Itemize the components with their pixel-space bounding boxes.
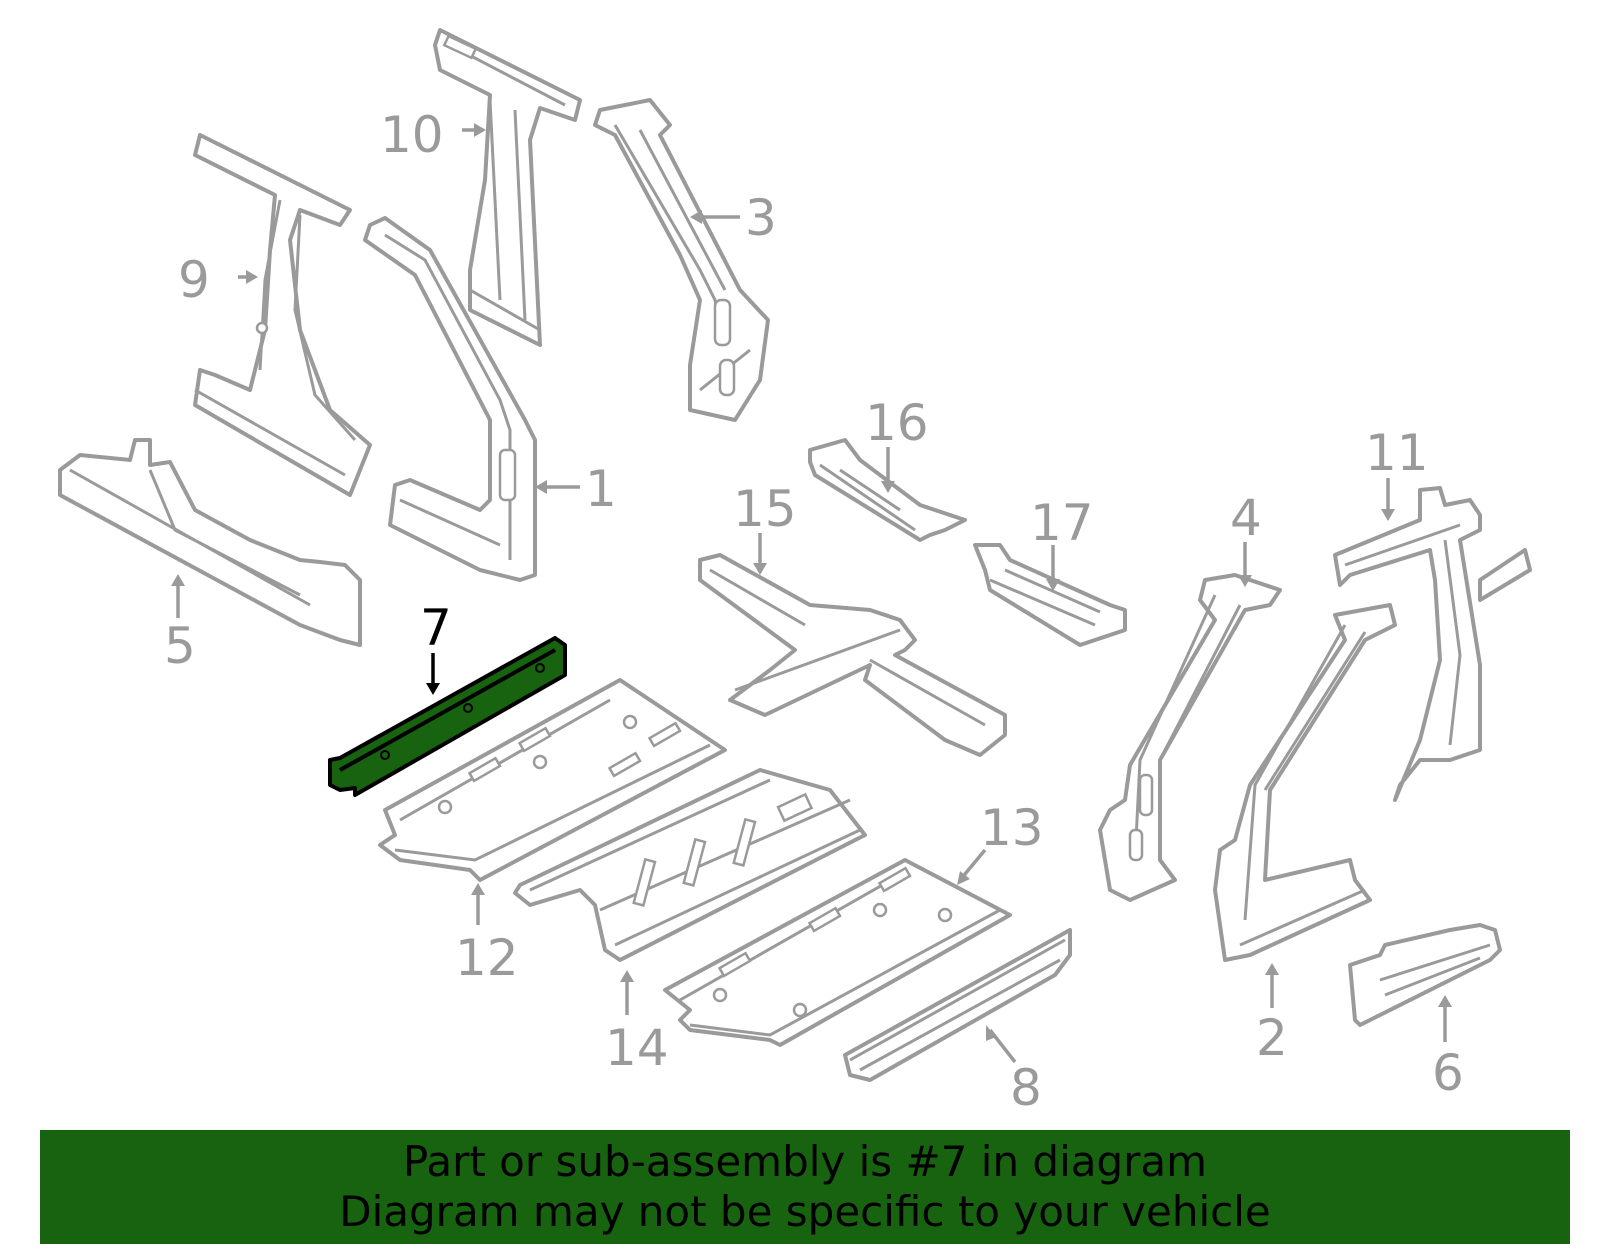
part-6-shape [1348, 923, 1502, 1027]
callout-14: 14 [605, 1019, 669, 1077]
callout-11: 11 [1365, 424, 1429, 482]
part-13-shape [663, 858, 1012, 1047]
part-17-shape [973, 543, 1127, 647]
parts-diagram: 10 3 9 1 5 16 17 15 4 11 12 14 13 8 2 6 … [58, 28, 1532, 1117]
callout-3: 3 [745, 189, 777, 247]
part-5-shape [58, 438, 362, 647]
part-2-shape [1213, 603, 1397, 962]
callout-12: 12 [455, 929, 519, 987]
callout-labels: 10 3 9 1 5 16 17 15 4 11 12 14 13 8 2 6 … [164, 106, 1464, 1117]
banner-line-part: Part or sub-assembly is #7 in diagram [402, 1137, 1208, 1186]
part-8-shape [843, 928, 1072, 1082]
info-banner: Part or sub-assembly is #7 in diagram Di… [40, 1130, 1570, 1244]
banner-line-disclaimer: Diagram may not be specific to your vehi… [339, 1187, 1271, 1236]
callout-13: 13 [980, 799, 1044, 857]
callout-1: 1 [585, 460, 617, 518]
callout-7: 7 [420, 599, 452, 657]
callout-leaders [171, 123, 1452, 1064]
callout-9: 9 [178, 251, 210, 309]
part-11-shape [1333, 486, 1532, 802]
callout-5: 5 [164, 617, 196, 675]
callout-2: 2 [1256, 1009, 1288, 1067]
callout-17: 17 [1030, 494, 1094, 552]
part-3-shape [593, 98, 770, 422]
callout-16: 16 [865, 394, 929, 452]
part-14-shape [513, 768, 867, 962]
part-15-shape [698, 553, 1007, 757]
callout-8: 8 [1010, 1059, 1042, 1117]
part-9-shape [193, 133, 372, 497]
part-4-shape [1098, 573, 1282, 902]
part-1-shape [363, 216, 537, 582]
part-7-shape [328, 636, 567, 797]
part-10-shape [433, 28, 582, 347]
part-12-shape [378, 678, 727, 882]
callout-15: 15 [733, 480, 797, 538]
callout-4: 4 [1230, 489, 1262, 547]
callout-6: 6 [1432, 1044, 1464, 1102]
callout-10: 10 [380, 106, 444, 164]
